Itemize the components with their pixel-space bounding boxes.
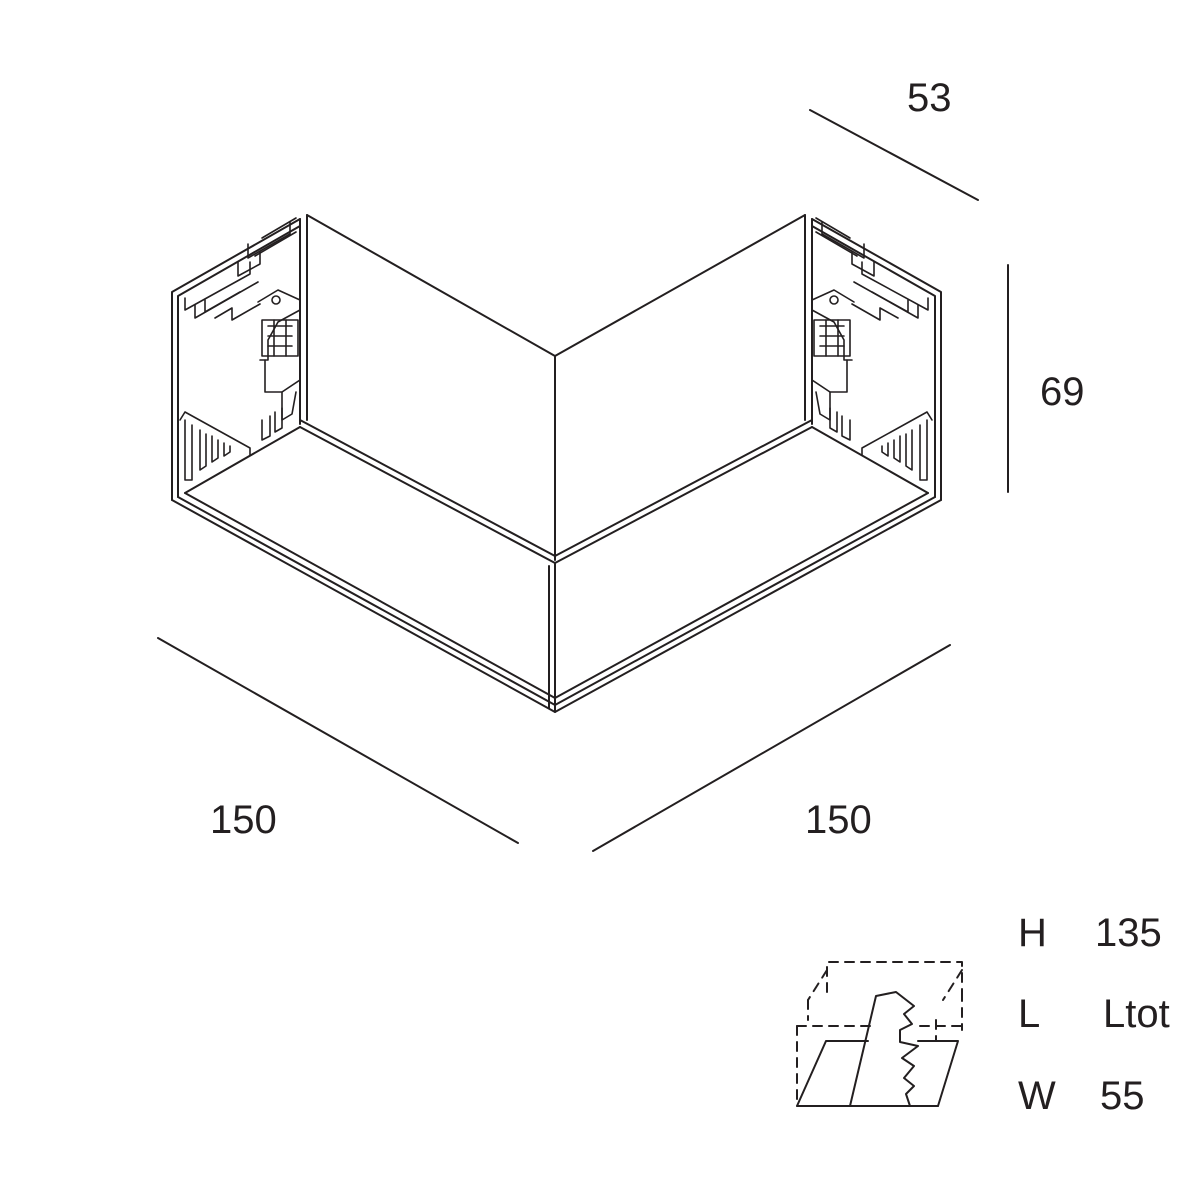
left-clip: [257, 289, 301, 361]
left-rail-1: [184, 261, 251, 311]
right-fin-2: [905, 429, 913, 471]
left-bracket: [264, 359, 301, 393]
front-bottom-edge-2: [171, 499, 942, 713]
legend-base-left: [796, 1040, 869, 1107]
right-connector: [813, 319, 851, 357]
left-rail-8: [261, 217, 297, 239]
legend-dashed-outline: [796, 961, 963, 1107]
left-screw: [271, 295, 281, 305]
right-fin-1: [919, 419, 928, 481]
right-endcap-detail: [811, 217, 933, 481]
inner-bottom-edge-1: [299, 419, 813, 557]
front-bottom-edge-1: [177, 496, 936, 706]
right-rail-6: [821, 221, 865, 259]
left-rail-4: [214, 303, 261, 321]
right-rail-3: [871, 291, 909, 313]
left-fin-6: [274, 407, 283, 433]
legend-dash-diag-left: [807, 969, 828, 1001]
spec-key-h: H: [1018, 911, 1047, 955]
left-rail-3: [204, 291, 241, 313]
right-clip: [811, 289, 855, 361]
dimension-length-left-label: 150: [210, 798, 277, 842]
left-fin-outer: [179, 411, 251, 456]
right-rail-4: [851, 303, 899, 321]
left-rail-6: [247, 221, 291, 259]
right-endcap-outline: [811, 218, 942, 501]
dimension-height-label: 69: [1040, 370, 1085, 414]
right-fin-3: [893, 435, 901, 463]
dimension-lines: [157, 109, 1009, 852]
profile-legend-icon: [796, 961, 963, 1107]
spec-key-l: L: [1018, 992, 1041, 1036]
left-bracket-2: [281, 391, 297, 421]
right-fin-outer: [861, 411, 933, 456]
right-fin-5: [841, 415, 851, 441]
left-fin-4: [223, 442, 231, 457]
spec-key-w: W: [1018, 1074, 1056, 1118]
dimension-depth-label: 53: [907, 76, 952, 120]
spec-value-l: Ltot: [1103, 992, 1170, 1036]
right-rail-7: [815, 231, 858, 257]
right-screw: [829, 295, 839, 305]
legend-dash-diag-right: [942, 969, 963, 1001]
right-rail-5: [851, 251, 875, 277]
dim-line-length-right: [592, 644, 951, 852]
left-rail-5: [237, 251, 261, 277]
corner-body: [171, 214, 942, 713]
left-endcap-outline: [171, 218, 301, 501]
legend-dash-top: [826, 961, 963, 993]
right-bracket: [811, 359, 848, 393]
left-fin-3: [211, 435, 219, 463]
left-fin-2: [199, 429, 207, 471]
right-endcap-inner: [811, 225, 936, 498]
back-right-top-edge: [554, 214, 806, 357]
legend-profile-cutout: [849, 991, 919, 1107]
front-bottom-edge-3: [184, 492, 929, 699]
right-rail-8: [815, 217, 851, 239]
left-connector: [261, 319, 299, 357]
left-fin-1: [184, 419, 193, 481]
dimension-length-right-label: 150: [805, 798, 872, 842]
left-plate-top: [184, 426, 301, 494]
dim-line-length-left: [157, 637, 519, 844]
left-rail-7: [254, 231, 297, 257]
right-fin-4: [881, 442, 889, 457]
left-endcap-inner: [177, 225, 301, 498]
right-rail-1: [861, 261, 929, 311]
spec-value-w: 55: [1100, 1074, 1145, 1118]
spec-value-h: 135: [1095, 911, 1162, 955]
legend-base-right: [917, 1040, 959, 1107]
left-endcap-detail: [179, 217, 301, 481]
right-fin-6: [829, 407, 838, 433]
left-fin-5: [261, 415, 271, 441]
right-plate-top: [811, 426, 929, 494]
back-left-top-edge: [306, 214, 556, 357]
dim-line-depth: [809, 109, 979, 201]
right-bracket-2: [815, 391, 831, 421]
